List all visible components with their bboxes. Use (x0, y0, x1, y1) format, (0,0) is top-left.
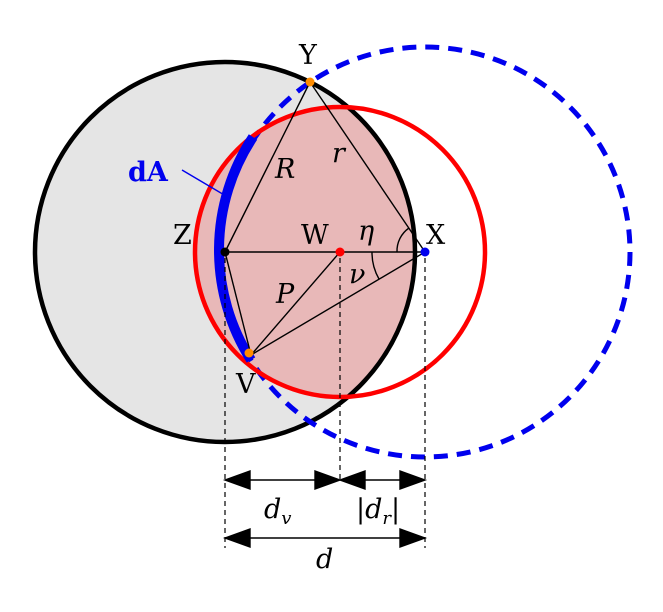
line-VX (250, 251, 426, 356)
dr-arrow-left-head (337, 470, 366, 490)
line-VW (250, 251, 341, 356)
dim-label-dv-sub: v (281, 508, 291, 529)
line-YZ (224, 81, 311, 253)
dv-arrow-right-head (314, 470, 343, 490)
dim-label-dr-close: | (391, 494, 400, 525)
label-Z: Z (173, 220, 192, 251)
label-V: V (235, 369, 256, 400)
label-W: W (301, 220, 329, 251)
construction-lines (224, 81, 426, 356)
dr-arrow-right-head (399, 470, 428, 490)
d-arrow-right-head (399, 528, 428, 548)
angle-nu-arc (371, 251, 380, 280)
label-P: P (275, 279, 295, 310)
point-W (335, 247, 345, 257)
label-Y: Y (298, 40, 318, 71)
blue-dashed-circle (217, 44, 633, 460)
d-arrow-left-head (222, 528, 251, 548)
dimension-arrows (222, 470, 428, 548)
dim-label-dv: dv (264, 494, 291, 529)
dim-label-dr-sub: r (382, 508, 392, 529)
drop-lines (224, 258, 426, 548)
label-dA: dA (128, 157, 169, 188)
line-YX (309, 81, 426, 253)
dA-leader (181, 169, 227, 197)
line-ZV (224, 251, 252, 356)
dim-label-d: d (316, 544, 333, 575)
point-V (244, 348, 254, 358)
dA-arc (214, 134, 258, 363)
point-X (420, 247, 430, 257)
angle-eta-arc (396, 227, 410, 253)
label-R: R (274, 154, 295, 185)
label-r: r (332, 138, 347, 169)
point-Y (305, 77, 315, 87)
label-nu: ν (349, 259, 365, 290)
dim-label-dr: |dr| (356, 494, 400, 529)
label-X: X (426, 220, 446, 251)
dim-label-dv-main: d (264, 494, 281, 525)
dim-label-dr-main: |d (356, 494, 382, 525)
label-eta: η (358, 216, 374, 247)
dv-arrow-left-head (222, 470, 251, 490)
point-Z (220, 247, 230, 257)
